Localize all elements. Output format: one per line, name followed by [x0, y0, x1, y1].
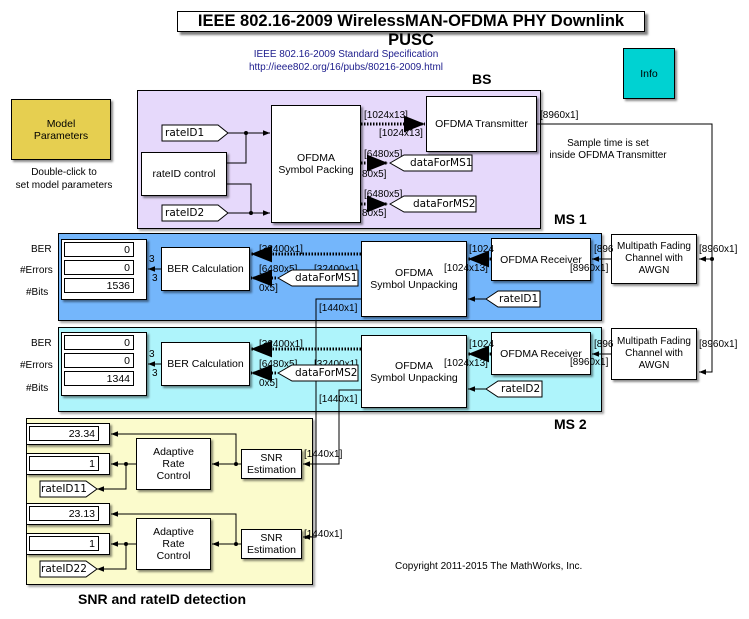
rate2-value: 1 — [29, 536, 99, 551]
ms2-bits-value: 1344 — [64, 371, 134, 386]
goto-dataforms1[interactable]: dataForMS1 — [410, 157, 473, 169]
bits-label: #Bits — [26, 287, 49, 298]
signal-dim: [1440x1] — [319, 303, 358, 314]
ber-label: BER — [31, 338, 52, 349]
errors-label: #Errors — [20, 360, 53, 371]
ms1-bits-value: 1536 — [64, 278, 134, 293]
ber-label: BER — [31, 244, 52, 255]
sample-time-note: Sample time is set inside OFDMA Transmit… — [549, 138, 667, 161]
goto-rateid2[interactable]: rateID2 — [165, 207, 205, 219]
signal-dim: [8960x1] — [699, 244, 738, 255]
signal-dim: [1440x1] — [304, 529, 343, 540]
ofdma-transmitter-block[interactable]: OFDMA Transmitter — [426, 96, 537, 152]
goto-rateid1[interactable]: rateID1 — [165, 127, 205, 139]
port-width: 3 — [152, 273, 158, 284]
snr2-value: 23.13 — [29, 506, 99, 521]
spec-reference[interactable]: IEEE 802.16-2009 Standard Specification … — [232, 48, 460, 74]
signal-dim: 80x5] — [362, 208, 387, 219]
rate1-value: 1 — [29, 456, 99, 471]
signal-dim: 0x5] — [259, 283, 278, 294]
signal-dim: [32400x1] — [259, 339, 303, 350]
ms1-ber-value: 0 — [64, 242, 134, 257]
from-dataforms2[interactable]: dataForMS2 — [295, 367, 358, 379]
ms1-ber-calculation-block[interactable]: BER Calculation — [161, 247, 250, 291]
signal-dim: [6480x5] — [364, 149, 403, 160]
signal-dim: [1024x13] — [364, 110, 408, 121]
adaptive-rate-control-1[interactable]: Adaptive Rate Control — [136, 438, 211, 490]
from-rateid2[interactable]: rateID2 — [501, 383, 541, 395]
from-dataforms1[interactable]: dataForMS1 — [295, 272, 358, 284]
signal-dim: [1024x13] — [379, 128, 423, 139]
port-width: 3 — [149, 254, 155, 265]
spec-title: IEEE 802.16-2009 Standard Specification — [253, 49, 439, 60]
signal-dim: [32400x1] — [259, 244, 303, 255]
ms1-channel-block[interactable]: Multipath Fading Channel with AWGN — [611, 234, 697, 284]
symbol-packing-block[interactable]: OFDMA Symbol Packing — [271, 105, 361, 223]
model-title: IEEE 802.16-2009 WirelessMAN-OFDMA PHY D… — [177, 11, 645, 49]
ms2-label: MS 2 — [554, 416, 587, 432]
ms1-symbol-unpacking-block[interactable]: OFDMA Symbol Unpacking — [361, 241, 467, 317]
signal-dim: [8960x1] — [699, 339, 738, 350]
signal-dim: [896 — [594, 244, 614, 255]
snr1-value: 23.34 — [29, 426, 99, 441]
ms2-channel-block[interactable]: Multipath Fading Channel with AWGN — [611, 328, 697, 380]
ms2-errors-value: 0 — [64, 353, 134, 368]
signal-dim: [1440x1] — [319, 394, 358, 405]
goto-dataforms2[interactable]: dataForMS2 — [413, 198, 476, 210]
spec-url[interactable]: http://ieee802.org/16/pubs/80216-2009.ht… — [248, 62, 444, 73]
signal-dim: [1024 — [469, 339, 495, 350]
signal-dim: [1024x13] — [444, 263, 488, 274]
adaptive-rate-control-2[interactable]: Adaptive Rate Control — [136, 518, 211, 570]
junction — [710, 257, 714, 261]
signal-dim: [6480x5] — [259, 264, 298, 275]
model-parameters-caption: Double-click to set model parameters — [15, 167, 113, 191]
ms1-ofdma-receiver-block[interactable]: OFDMA Receiver — [491, 238, 591, 281]
ms2-ber-calculation-block[interactable]: BER Calculation — [161, 342, 250, 386]
copyright: Copyright 2011-2015 The MathWorks, Inc. — [395, 561, 583, 572]
bits-label: #Bits — [26, 383, 49, 394]
goto-rateid11[interactable]: rateID11 — [41, 483, 87, 495]
signal-dim: [8960x1] — [570, 263, 609, 274]
signal-dim: [6480x5] — [364, 189, 403, 200]
ms1-errors-value: 0 — [64, 260, 134, 275]
info-button[interactable]: Info — [623, 48, 675, 99]
errors-label: #Errors — [20, 265, 53, 276]
signal-dim: [1024 — [469, 244, 495, 255]
signal-dim: [1440x1] — [304, 449, 343, 460]
signal-dim: [8960x1] — [540, 110, 579, 121]
ms1-label: MS 1 — [554, 211, 587, 227]
snr-estimation-2[interactable]: SNR Estimation — [241, 529, 302, 559]
port-width: 3 — [152, 368, 158, 379]
ms2-symbol-unpacking-block[interactable]: OFDMA Symbol Unpacking — [361, 335, 467, 408]
from-rateid1[interactable]: rateID1 — [499, 293, 539, 305]
ms2-ber-value: 0 — [64, 335, 134, 350]
signal-dim: [8960x1] — [570, 357, 609, 368]
signal-dim: 0x5] — [259, 378, 278, 389]
port-width: 3 — [149, 349, 155, 360]
bs-label: BS — [472, 71, 492, 87]
signal-dim: [6480x5] — [259, 359, 298, 370]
ms2-ofdma-receiver-block[interactable]: OFDMA Receiver — [491, 332, 591, 375]
snr-label: SNR and rateID detection — [78, 591, 247, 607]
signal-dim: 80x5] — [362, 169, 387, 180]
rateid-control-block[interactable]: rateID control — [141, 152, 227, 196]
signal-dim: [1024x13] — [444, 358, 488, 369]
snr-estimation-1[interactable]: SNR Estimation — [241, 449, 302, 479]
model-parameters-block[interactable]: Model Parameters — [11, 99, 111, 160]
signal-dim: [896 — [594, 339, 614, 350]
goto-rateid22[interactable]: rateID22 — [41, 563, 87, 575]
